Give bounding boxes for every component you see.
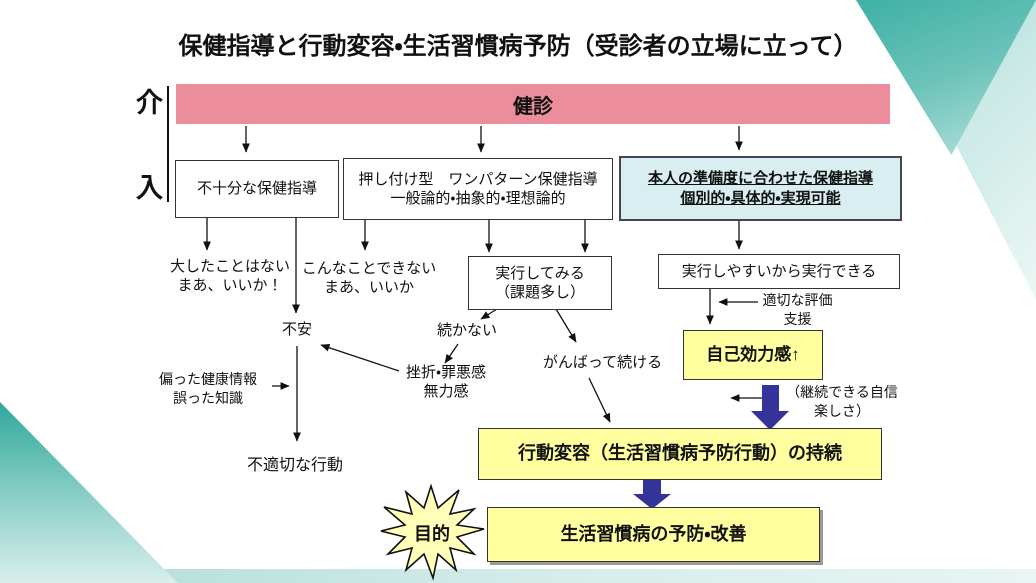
box-behavior-change-text: 行動変容（生活習慣病予防行動）の持続 (518, 443, 842, 464)
label-biased-info: 偏った健康情報 誤った知識 (152, 370, 264, 408)
label-eval-support: 適切な評価 支援 (745, 291, 850, 329)
label-inappropriate-behavior: 不適切な行動 (246, 457, 343, 474)
box-tailored-line2: 個別的・具体的・実現可能 (680, 189, 841, 207)
box-easy-to-do: 実行しやすいから実行できる (658, 254, 900, 289)
label-keep-trying: がんばって続ける (542, 354, 663, 371)
label-setback-line2: 無力感 (423, 383, 469, 401)
slide-title: 保健指導と行動変容・生活習慣病予防（受診者の立場に立って） (178, 33, 858, 60)
box-one-pattern-guidance: 押し付け型 ワンパターン保健指導 一般論的・抽象的・理想論的 (343, 158, 613, 220)
label-cant-do: こんなことできない まあ、いいか (294, 259, 444, 297)
box-self-efficacy-text: 自己効力感↑ (706, 344, 800, 364)
health-checkup-bar: 健診 (176, 84, 890, 124)
health-checkup-label: 健診 (513, 95, 553, 118)
intervention-label-bottom: 入 (136, 173, 163, 203)
box-self-efficacy: 自己効力感↑ (683, 330, 823, 380)
label-eval-support-line1: 適切な評価 (762, 292, 833, 308)
box-prevention-improvement: 生活習慣病の予防・改善 (487, 507, 820, 562)
label-not-big-deal-line1: 大したことはない (169, 258, 290, 275)
arrow-try-to-notcontinue (480, 308, 498, 320)
label-eval-support-line2: 支援 (783, 310, 812, 327)
intervention-axis-line (167, 86, 169, 202)
purpose-label: 目的 (414, 524, 450, 544)
arrow-try-to-keeptrying (555, 308, 577, 343)
label-not-big-deal-line2: まあ、いいか！ (177, 277, 283, 295)
box-behavior-change: 行動変容（生活習慣病予防行動）の持続 (478, 428, 882, 480)
arrow-notcontinue-to-setback (444, 343, 459, 364)
label-cant-do-line1: こんなことできない (301, 260, 437, 277)
bottom-teal-strip (0, 569, 1036, 583)
box-insufficient-guidance: 不十分な保健指導 (175, 160, 339, 218)
thick-arrow-selfefficacy-to-behaviorchange (751, 385, 789, 430)
box-easy-to-do-text: 実行しやすいから実行できる (681, 262, 877, 280)
label-not-continue: 続かない (436, 322, 497, 339)
box-one-pattern-line2: 一般論的・抽象的・理想論的 (390, 190, 566, 207)
label-confidence: （継続できる自信 楽しさ） (778, 383, 906, 421)
box-one-pattern-line1: 押し付け型 ワンパターン保健指導 (358, 170, 598, 188)
box-try-it: 実行してみる （課題多し） (468, 256, 612, 310)
box-prevention-improvement-text: 生活習慣病の予防・改善 (560, 523, 747, 544)
box-try-it-line2: （課題多し） (494, 284, 585, 301)
label-anxiety: 不安 (281, 321, 312, 338)
label-setback-line1: 挫折・罪悪感 (405, 364, 487, 381)
thick-arrow-behaviorchange-to-prevention (633, 478, 671, 509)
box-try-it-line1: 実行してみる (495, 264, 585, 282)
purpose-starburst (380, 483, 485, 581)
box-insufficient-guidance-text: 不十分な保健指導 (196, 180, 317, 198)
intervention-label-top: 介 (136, 88, 163, 118)
box-tailored-guidance: 本人の準備度に合わせた保健指導 個別的・具体的・実現可能 (619, 156, 902, 221)
label-biased-info-line1: 偏った健康情報 (159, 371, 257, 387)
label-cant-do-line2: まあ、いいか (323, 279, 414, 297)
label-not-big-deal: 大したことはない まあ、いいか！ (152, 257, 308, 295)
label-setback: 挫折・罪悪感 無力感 (392, 363, 500, 401)
label-confidence-line2: 楽しさ） (814, 402, 870, 419)
arrow-keeptrying-to-behaviorchange (588, 377, 611, 423)
label-biased-info-line2: 誤った知識 (173, 389, 243, 406)
label-confidence-line1: （継続できる自信 (786, 384, 898, 400)
arrow-setback-to-anxiety (320, 343, 400, 372)
box-tailored-line1: 本人の準備度に合わせた保健指導 (647, 170, 873, 187)
